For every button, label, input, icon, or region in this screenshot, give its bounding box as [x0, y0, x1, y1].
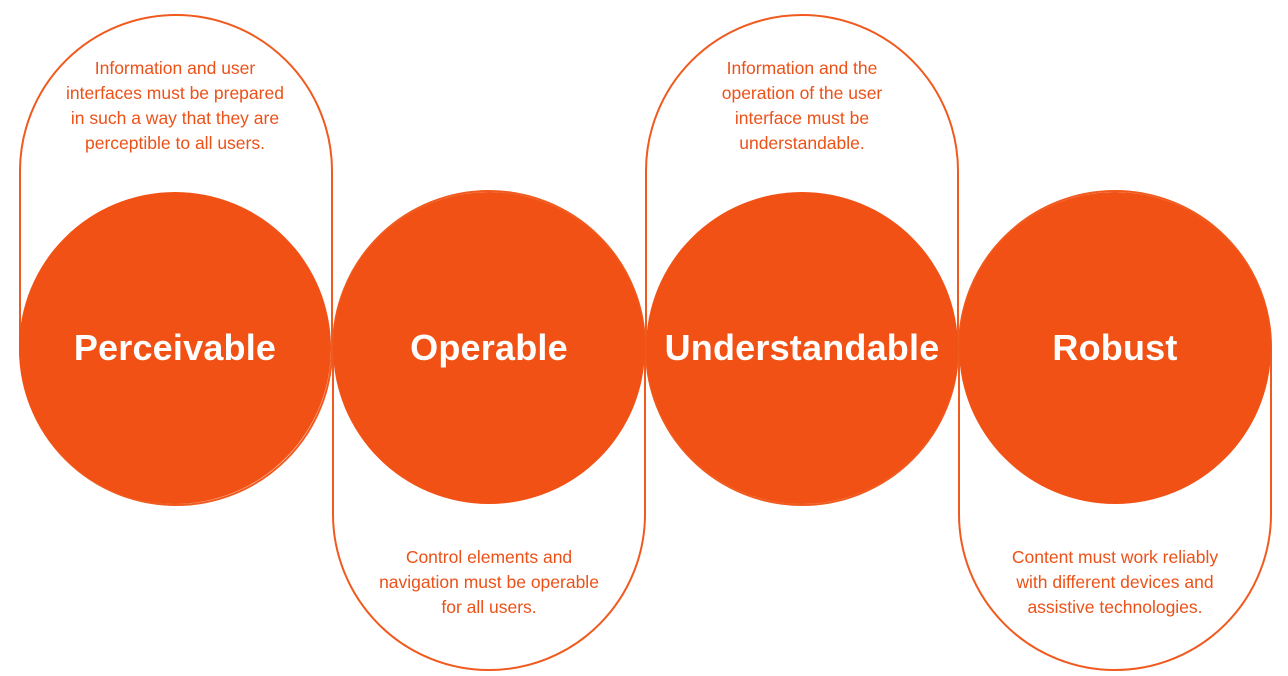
principle-title: Understandable: [664, 327, 940, 368]
understandable-outline: [645, 14, 959, 506]
perceivable-description: Information and user interfaces must be …: [25, 56, 325, 156]
principle-title: Robust: [1052, 327, 1178, 368]
text-line: Information and user: [94, 58, 256, 78]
robust-circle: Robust: [959, 192, 1271, 504]
text-line: Control elements and: [405, 547, 573, 567]
text-line: operation of the user: [721, 83, 883, 103]
text-line: interfaces must be prepared: [66, 83, 284, 103]
text-line: with different devices and: [1016, 572, 1214, 592]
text-line: in such a way that they are: [70, 108, 280, 128]
operable-outline: [332, 190, 646, 671]
robust-outline: [958, 190, 1272, 671]
text-line: interface must be: [734, 108, 870, 128]
text-line: Information and the: [726, 58, 878, 78]
operable-description: Control elements and navigation must be …: [339, 545, 639, 620]
understandable-description: Information and the operation of the use…: [652, 56, 952, 156]
perceivable-circle: Perceivable: [19, 192, 331, 504]
principle-title: Operable: [410, 327, 568, 368]
text-line: perceptible to all users.: [85, 133, 265, 153]
text-line: Content must work reliably: [1011, 547, 1219, 567]
text-line: navigation must be operable: [379, 572, 599, 592]
perceivable-outline: [19, 14, 333, 506]
text-line: for all users.: [441, 597, 537, 617]
principle-title: Perceivable: [73, 327, 277, 368]
robust-description: Content must work reliably with differen…: [965, 545, 1265, 620]
text-line: assistive technologies.: [1027, 597, 1203, 617]
operable-circle: Operable: [333, 192, 645, 504]
text-line: understandable.: [739, 133, 865, 153]
understandable-circle: Understandable: [646, 192, 958, 504]
